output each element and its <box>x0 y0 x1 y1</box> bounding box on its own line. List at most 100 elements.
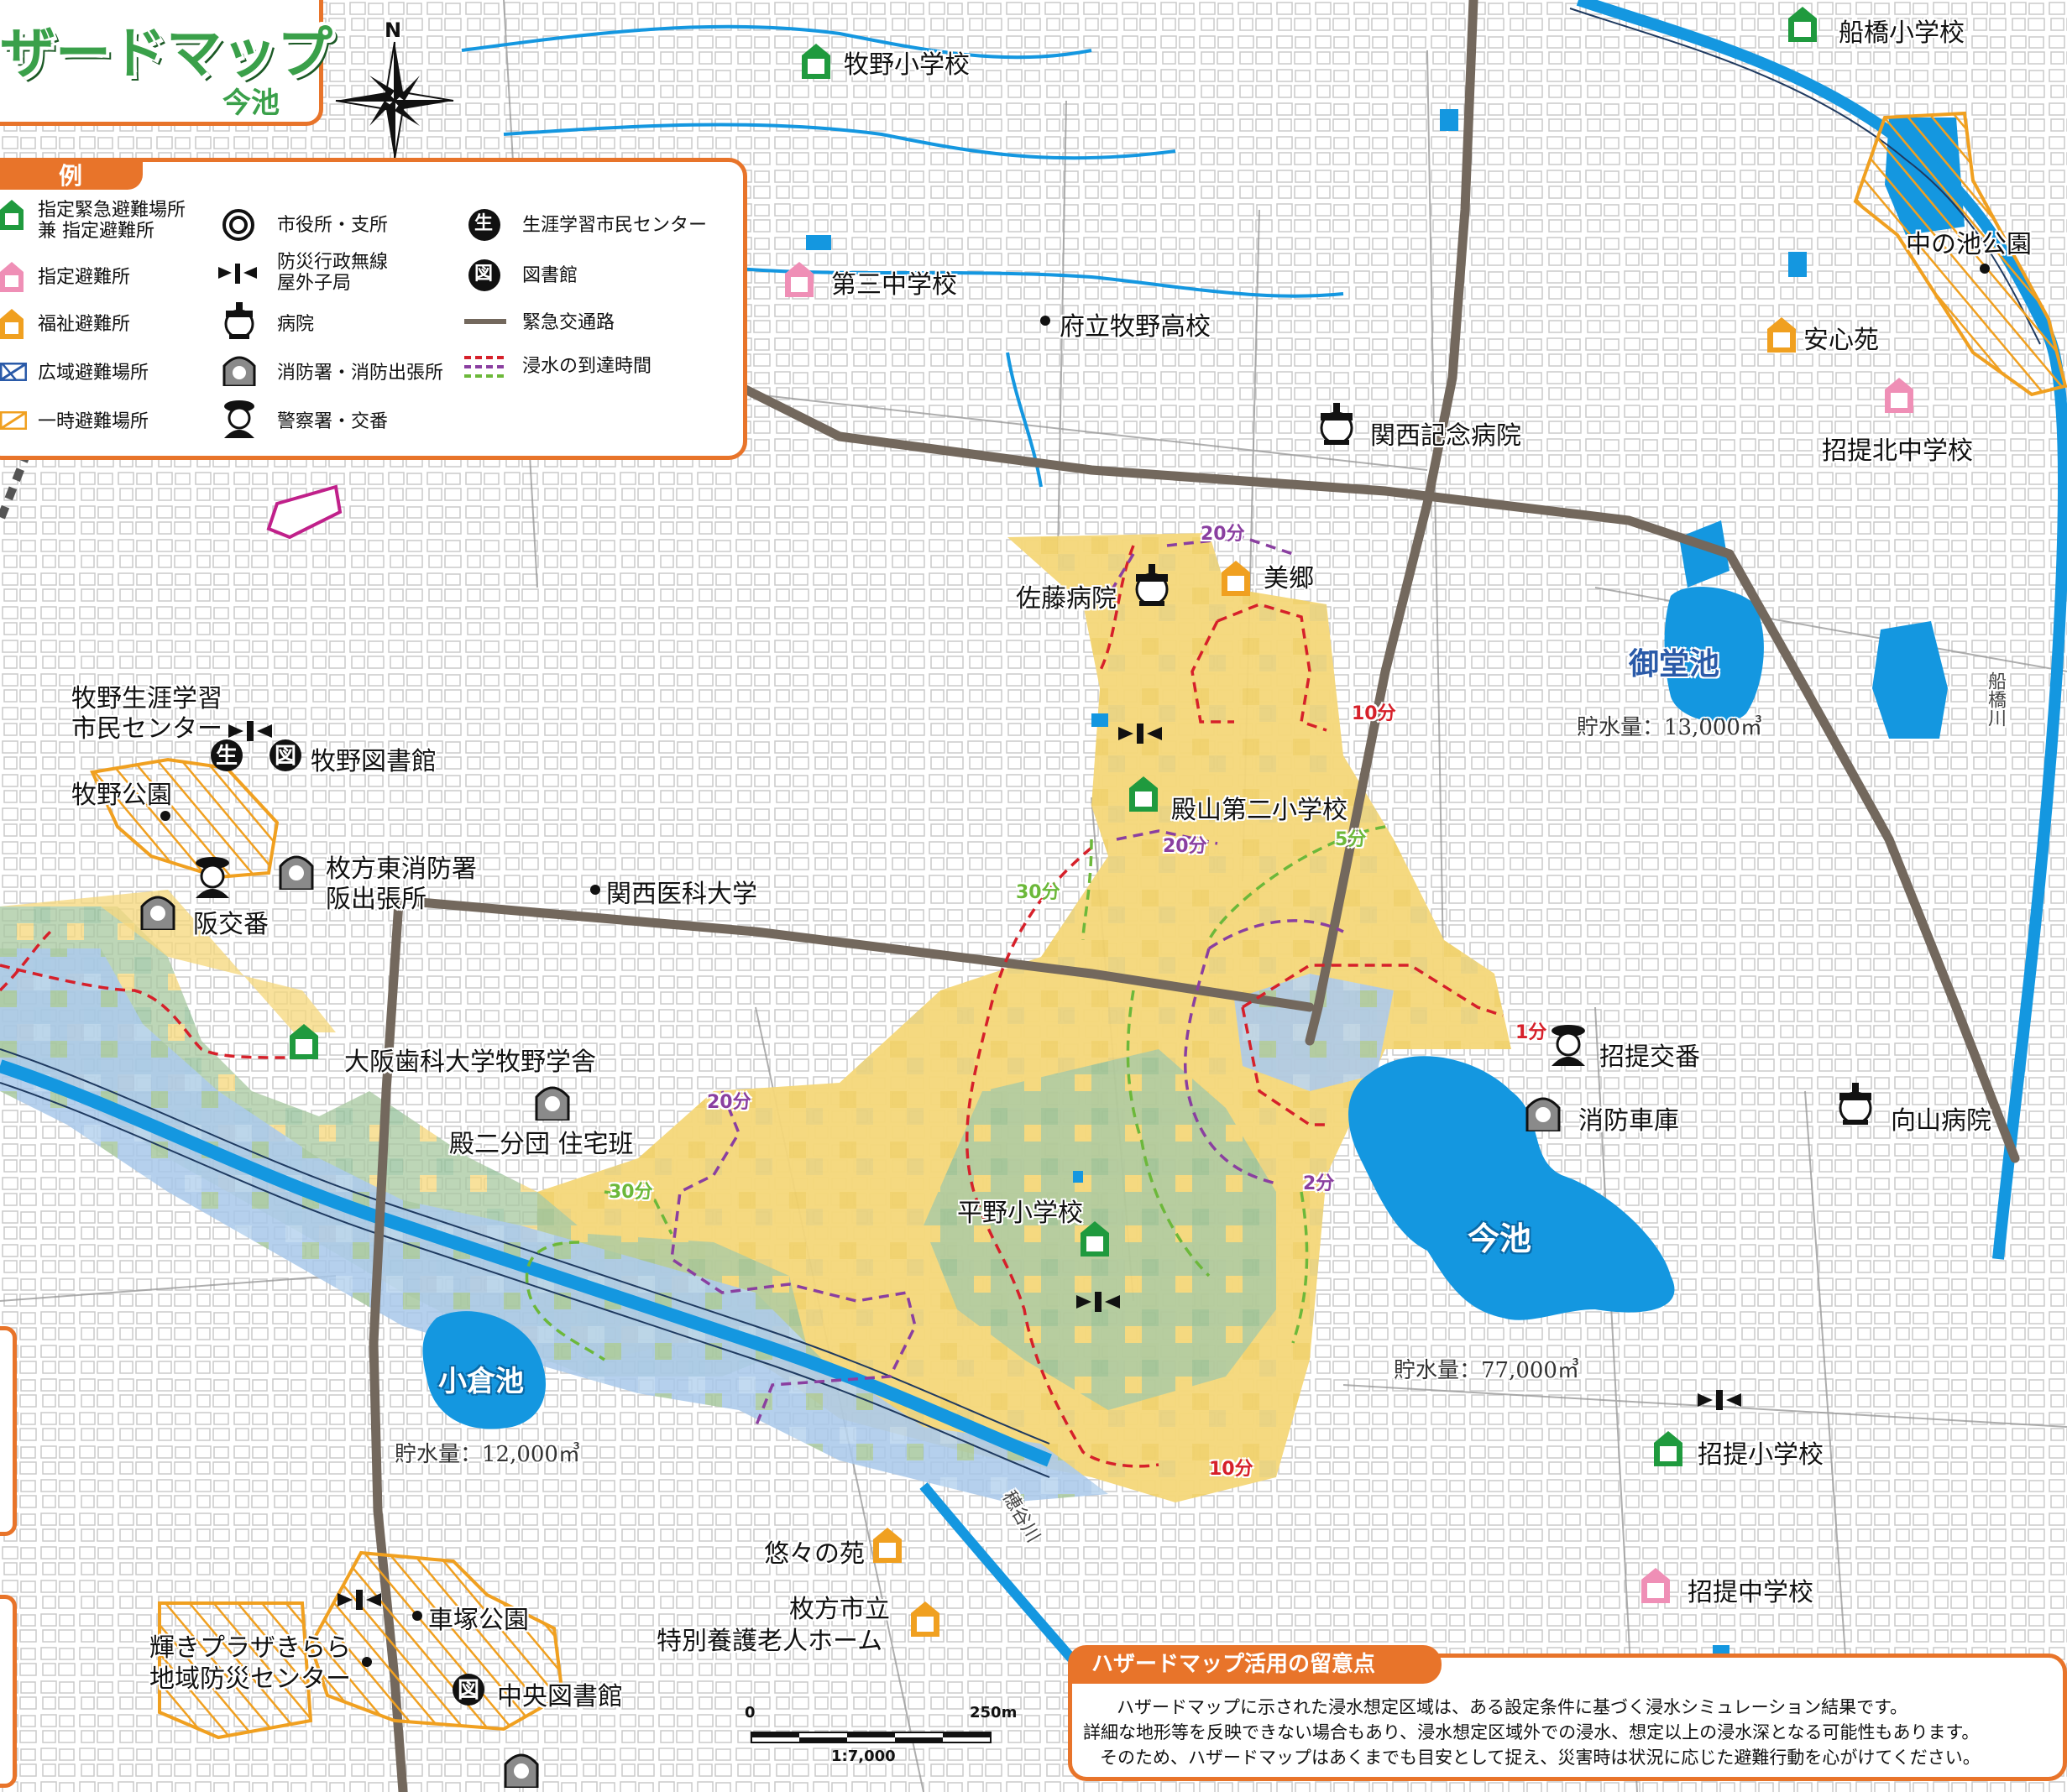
green-shelter-icon <box>0 200 24 230</box>
pink-shelter-icon[interactable] <box>1641 1568 1670 1603</box>
place-label: 平野小学校 <box>957 1199 1083 1228</box>
place-label: 向山病院 <box>1891 1106 1991 1136</box>
legend-label: 指定避難所 <box>38 267 131 288</box>
place-label: 美郷 <box>1264 564 1314 593</box>
storage-volume: 貯水量：13,000㎥ <box>1577 715 1762 740</box>
orange-shelter-icon[interactable] <box>911 1601 939 1637</box>
place-label: 船橋小学校 <box>1839 18 1965 48</box>
notice-line: そのため、ハザードマップはあくまでも目安として捉え、災害時は状況に応じた避難行動… <box>1100 1748 1981 1768</box>
pond-label: 御堂池 <box>1629 647 1720 682</box>
pond-label: 小倉池 <box>438 1365 524 1398</box>
arrival-time-label: 30分 <box>609 1182 653 1203</box>
radio-speaker-icon[interactable] <box>1696 1387 1743 1413</box>
pink-shelter-icon[interactable] <box>1885 378 1913 413</box>
green-shelter-icon[interactable] <box>1129 776 1158 812</box>
scale-max: 250m <box>970 1704 1018 1721</box>
place-label: 佐藤病院 <box>1016 584 1117 614</box>
hospital-icon[interactable] <box>1131 564 1173 606</box>
point-marker <box>590 885 600 895</box>
arrival-time-icon <box>464 356 506 378</box>
point-marker <box>1980 264 1990 274</box>
place-label: 地域防災センター <box>149 1664 351 1694</box>
notice-line: ハザードマップに示された浸水想定区域は、ある設定条件に基づく浸水シミュレーション… <box>1117 1697 1908 1717</box>
radio-speaker-icon[interactable] <box>336 1586 383 1613</box>
place-label: 阪交番 <box>193 910 269 939</box>
radio-speaker-icon[interactable] <box>1117 720 1164 747</box>
green-shelter-icon[interactable] <box>290 1024 318 1059</box>
hospital-icon[interactable] <box>1316 403 1358 445</box>
place-label: 招提北中学校 <box>1822 436 1973 466</box>
place-label: 関西医科大学 <box>606 880 757 909</box>
fire-station-icon <box>222 356 256 386</box>
place-label: 牧野小学校 <box>844 50 970 80</box>
legend-label: 消防署・消防出張所 <box>277 363 444 384</box>
point-marker <box>1040 316 1050 326</box>
point-marker <box>412 1611 422 1621</box>
legend-label: 病院 <box>277 314 315 335</box>
orange-shelter-icon[interactable] <box>1767 317 1796 353</box>
police-icon[interactable] <box>1549 1024 1588 1066</box>
legend-label: 広域避難場所 <box>38 363 149 384</box>
notice-line: 詳細な地形等を反映できない場合もあり、浸水想定区域外での浸水、想定以上の浸水深と… <box>1083 1722 1980 1742</box>
place-label: 輝きプラザきらら <box>149 1633 351 1663</box>
orange-shelter-icon[interactable] <box>873 1528 902 1563</box>
hospital-icon[interactable] <box>1834 1083 1876 1125</box>
arrival-time-label: 20分 <box>1163 836 1207 857</box>
library-icon[interactable] <box>452 1673 485 1706</box>
river-label: 船橋川 <box>1985 671 2006 727</box>
green-shelter-icon[interactable] <box>1654 1431 1682 1466</box>
legend-label: 市役所・支所 <box>277 215 389 236</box>
place-label: 牧野生涯学習 <box>71 684 222 713</box>
arrival-time-label: 20分 <box>707 1092 751 1113</box>
learning-center-glyph: 生 <box>216 744 238 769</box>
arrival-time-label: 30分 <box>1016 882 1060 903</box>
makino-park-area <box>90 757 280 880</box>
notice-header: ハザードマップ活用の留意点 <box>1068 1645 1442 1684</box>
fire-station-icon[interactable] <box>277 848 316 890</box>
library-glyph: 図 <box>458 1678 480 1703</box>
storage-volume: 貯水量：12,000㎥ <box>395 1442 580 1467</box>
place-label: 消防車庫 <box>1578 1106 1679 1136</box>
orange-shelter-icon[interactable] <box>1222 561 1250 596</box>
police-icon <box>224 400 254 438</box>
place-label: 阪出張所 <box>326 885 426 914</box>
place-label: 悠々の苑 <box>764 1539 865 1569</box>
compass-rose-icon <box>335 41 454 160</box>
hospital-icon <box>224 302 254 339</box>
place-label: 枚方市立 <box>789 1595 890 1624</box>
fire-station-icon[interactable] <box>533 1079 572 1121</box>
place-label: 車塚公園 <box>428 1606 529 1635</box>
pink-shelter-icon[interactable] <box>785 262 814 297</box>
side-panel-edge <box>0 1595 17 1788</box>
fire-station-icon[interactable] <box>502 1746 541 1788</box>
radio-speaker-icon[interactable] <box>1075 1288 1122 1315</box>
legend-label: 防災行政無線屋外子局 <box>277 252 389 294</box>
place-label: 中の池公園 <box>1906 230 2032 259</box>
place-label: 府立牧野高校 <box>1060 312 1211 342</box>
place-label: 中央図書館 <box>497 1682 623 1711</box>
library-icon[interactable] <box>269 739 302 772</box>
green-shelter-icon[interactable] <box>1081 1221 1109 1256</box>
legend-label: 指定緊急避難場所兼 指定避難所 <box>38 200 186 242</box>
fire-station-icon[interactable] <box>1524 1089 1562 1131</box>
point-marker <box>362 1657 372 1667</box>
orange-hatch-icon <box>0 411 27 430</box>
place-label: 招提中学校 <box>1688 1578 1813 1607</box>
legend-label: 図書館 <box>522 265 578 286</box>
fire-station-icon[interactable] <box>139 888 177 930</box>
legend-label: 緊急交通路 <box>522 312 615 333</box>
police-icon[interactable] <box>193 856 232 898</box>
library-icon <box>468 259 500 291</box>
learning-center-icon[interactable] <box>210 739 243 772</box>
legend-label: 一時避難場所 <box>38 411 149 432</box>
arrival-time-label: 20分 <box>1201 524 1245 545</box>
legend-label: 福祉避難所 <box>38 314 131 335</box>
blue-hatch-icon <box>0 363 27 381</box>
imaike-pond <box>1348 1056 1675 1320</box>
green-shelter-icon[interactable] <box>802 44 830 79</box>
radio-speaker-icon[interactable] <box>227 718 274 744</box>
green-shelter-icon[interactable] <box>1788 7 1817 42</box>
storage-volume: 貯水量：77,000㎥ <box>1394 1358 1579 1383</box>
place-label: 市民センター <box>71 714 222 744</box>
arrival-time-label: 5分 <box>1335 829 1367 850</box>
